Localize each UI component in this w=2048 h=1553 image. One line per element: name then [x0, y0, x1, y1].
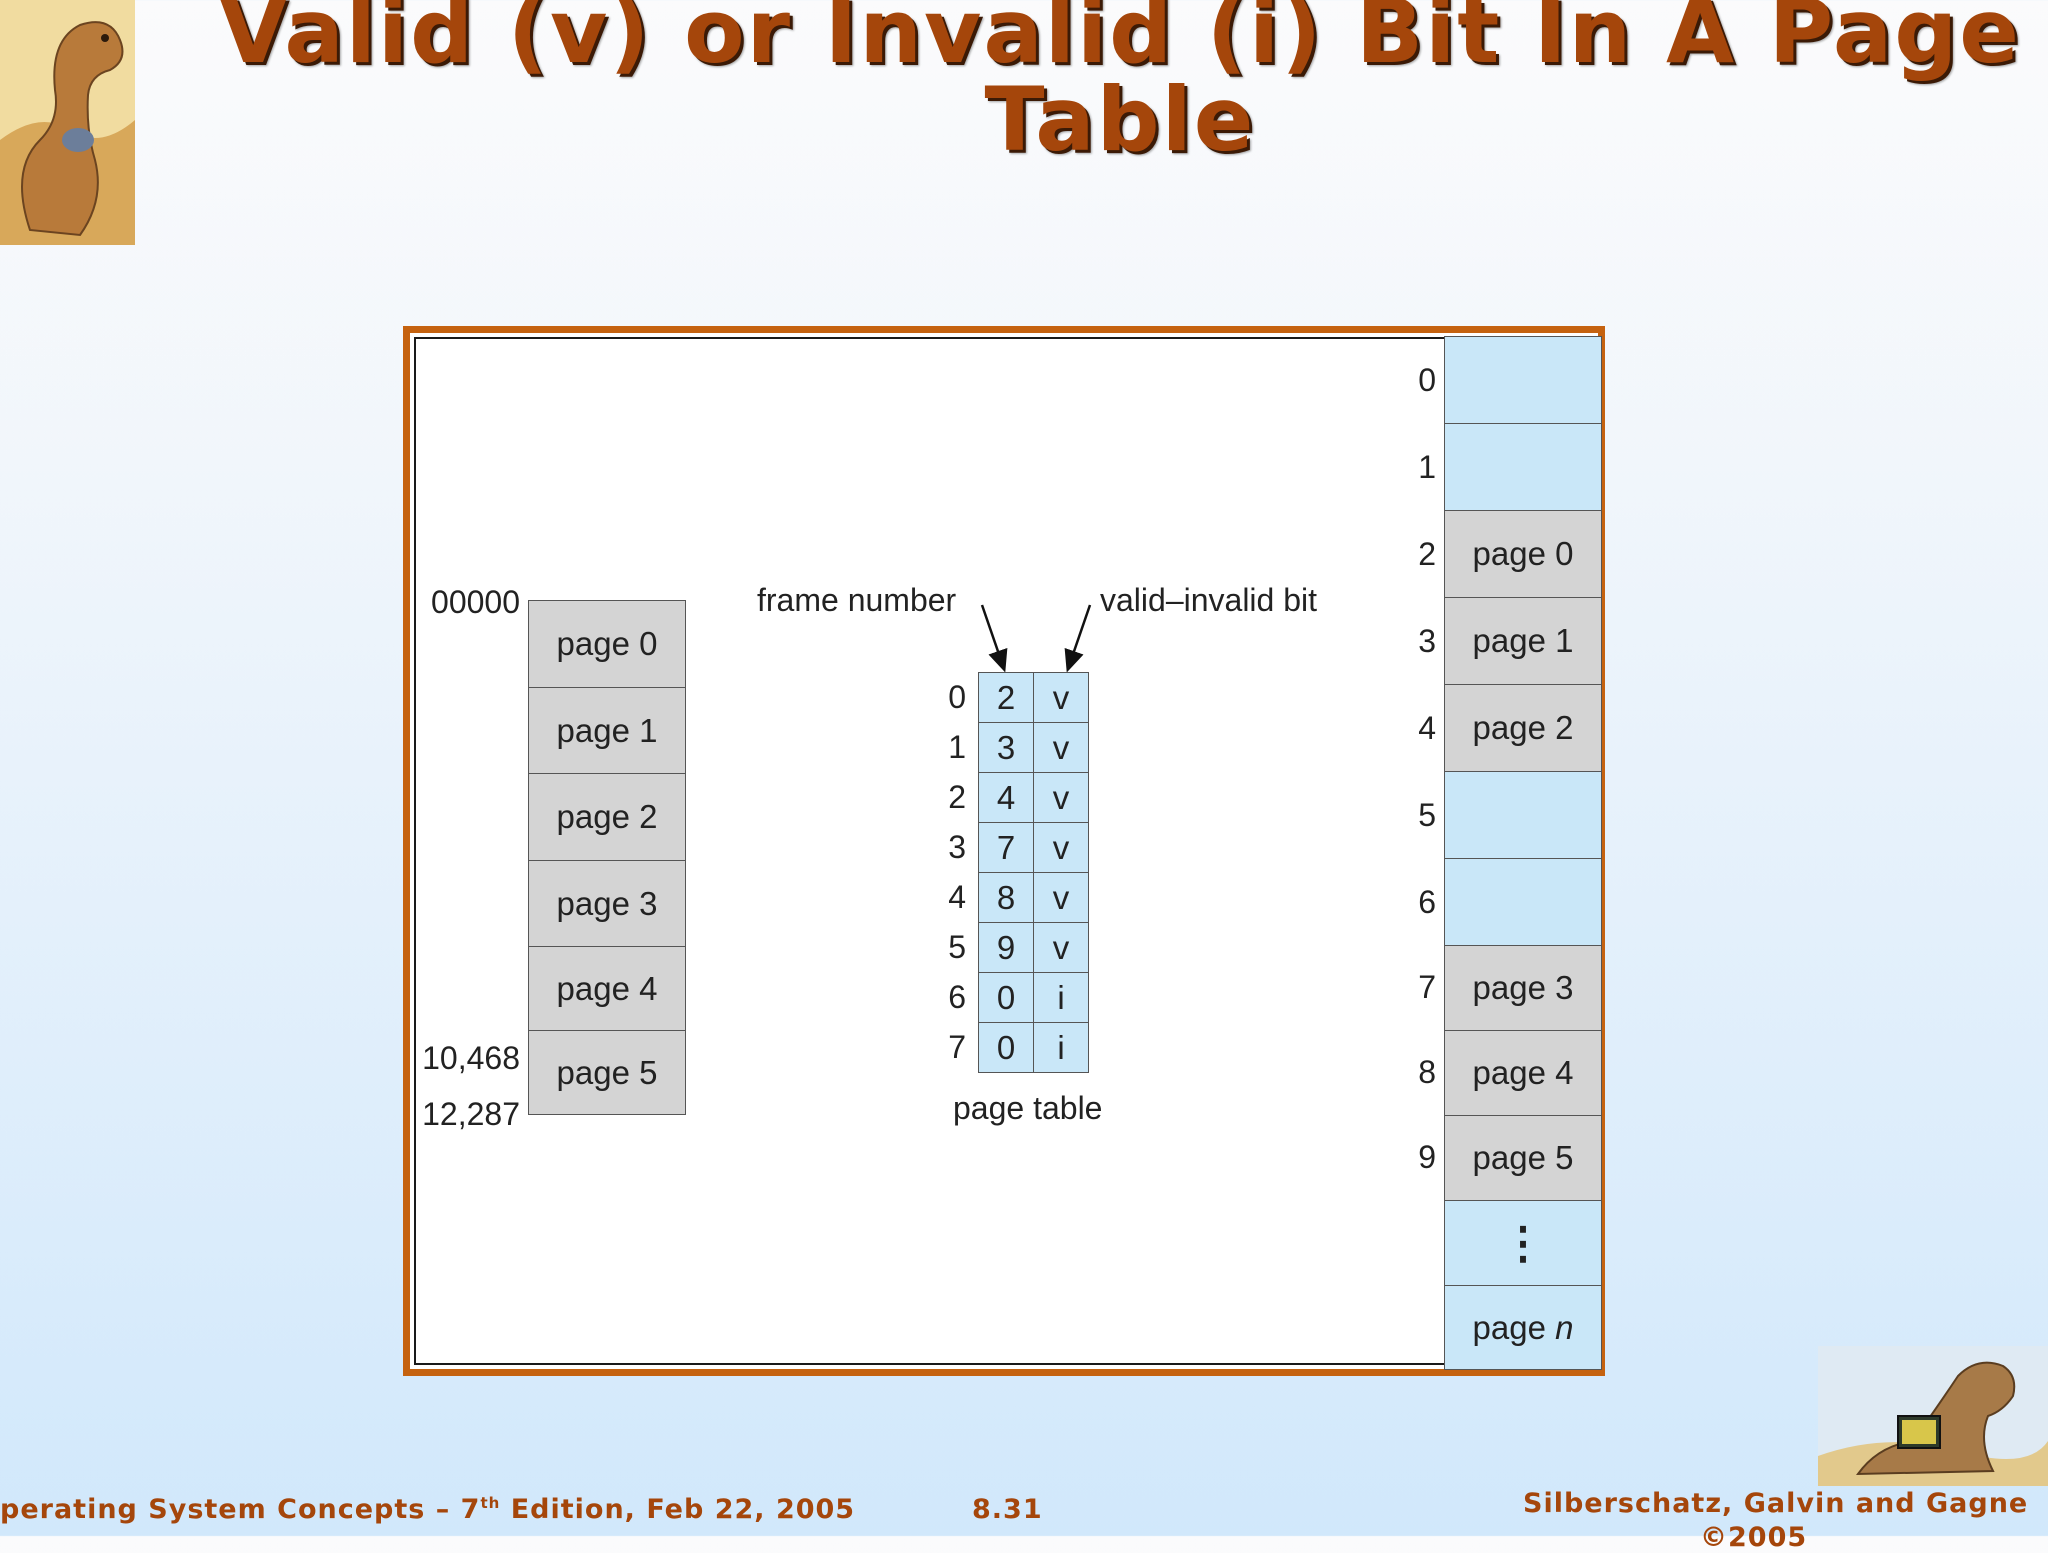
logical-page-0: page 0 — [528, 600, 686, 688]
physical-index-5: 5 — [1418, 797, 1436, 833]
frame-number-label: frame number — [757, 582, 957, 618]
page-table-frame: 7 — [978, 822, 1034, 873]
physical-index-1: 1 — [1418, 449, 1436, 485]
physical-frame-8: page 4 — [1444, 1030, 1602, 1116]
page-table-caption: page table — [953, 1090, 1103, 1126]
logical-page-3: page 3 — [528, 860, 686, 947]
physical-frame-9: page 5 — [1444, 1115, 1602, 1201]
page-table-bit: v — [1033, 672, 1089, 723]
physical-index-0: 0 — [1418, 362, 1436, 398]
footer-copyright: ©2005 — [1700, 1522, 1808, 1553]
page-table-frame: 0 — [978, 972, 1034, 1023]
page-table-bit: v — [1033, 822, 1089, 873]
logical-page-1: page 1 — [528, 687, 686, 774]
page-table-bit: v — [1033, 922, 1089, 973]
footer-course-title-rest: Edition, Feb 22, 2005 — [500, 1494, 856, 1525]
physical-frame-6 — [1444, 858, 1602, 946]
page-table-frame: 8 — [978, 872, 1034, 923]
page-table-bit: i — [1033, 972, 1089, 1023]
page-table-frame: 9 — [978, 922, 1034, 973]
page-table-bit: v — [1033, 872, 1089, 923]
physical-frame-4: page 2 — [1444, 684, 1602, 772]
page-table-index: 0 — [948, 679, 966, 715]
footer-course-title-main: perating System Concepts – 7 — [0, 1494, 481, 1525]
page-table-index: 6 — [948, 979, 966, 1015]
valid-invalid-bit-label: valid–invalid bit — [1100, 582, 1318, 618]
page-table-index: 3 — [948, 829, 966, 865]
physical-index-9: 9 — [1418, 1139, 1436, 1175]
page-table-index: 7 — [948, 1029, 966, 1065]
physical-memory-column: page 0 page 1 page 2 page 3 page 4 page … — [1444, 336, 1602, 1370]
physical-index-2: 2 — [1418, 536, 1436, 572]
page-table-frame: 2 — [978, 672, 1034, 723]
footer-edition-sup: th — [480, 1494, 501, 1512]
logical-memory-address-10468: 10,468 — [422, 1040, 520, 1076]
page-table-index: 5 — [948, 929, 966, 965]
physical-frame-2: page 0 — [1444, 510, 1602, 598]
logical-page-2: page 2 — [528, 773, 686, 861]
logical-memory-address-12287: 12,287 — [422, 1096, 520, 1132]
page-table-frame: 0 — [978, 1022, 1034, 1073]
physical-index-8: 8 — [1418, 1054, 1436, 1090]
page-table-index: 2 — [948, 779, 966, 815]
dinosaur-illustration-top-left — [0, 0, 135, 245]
physical-index-3: 3 — [1418, 623, 1436, 659]
page-table-frame: 3 — [978, 722, 1034, 773]
page-n-variable: n — [1555, 1308, 1574, 1346]
physical-frame-3: page 1 — [1444, 597, 1602, 685]
page-table-bit: v — [1033, 772, 1089, 823]
page-table-bit: i — [1033, 1022, 1089, 1073]
page-n-prefix: page — [1472, 1308, 1556, 1346]
frame-number-arrow — [980, 604, 1008, 673]
pointer-arrows — [980, 604, 1092, 673]
logical-page-5: page 5 — [528, 1030, 686, 1115]
physical-frame-n: page n — [1444, 1285, 1602, 1370]
slide-title: Valid (v) or Invalid (i) Bit In A Page T… — [219, 0, 2021, 171]
physical-index-6: 6 — [1418, 884, 1436, 920]
dinosaur-illustration-bottom-right — [1818, 1346, 2048, 1486]
physical-frame-1 — [1444, 423, 1602, 511]
valid-invalid-arrow — [1064, 604, 1092, 673]
physical-frame-7: page 3 — [1444, 945, 1602, 1031]
physical-frame-ellipsis: ⋮ — [1444, 1200, 1602, 1286]
physical-frame-5 — [1444, 771, 1602, 859]
footer-authors: Silberschatz, Galvin and Gagne — [1523, 1488, 2029, 1519]
page-table-bit: v — [1033, 722, 1089, 773]
logical-memory-start-address: 00000 — [431, 584, 520, 620]
physical-index-7: 7 — [1418, 969, 1436, 1005]
physical-index-4: 4 — [1418, 710, 1436, 746]
physical-frame-0 — [1444, 336, 1602, 424]
footer-page-number: 8.31 — [972, 1494, 1043, 1525]
logical-page-4: page 4 — [528, 946, 686, 1031]
page-table-index: 4 — [948, 879, 966, 915]
page-table-index: 1 — [948, 729, 966, 765]
footer-course-title: perating System Concepts – 7th Edition, … — [0, 1494, 855, 1525]
page-table-frame: 4 — [978, 772, 1034, 823]
